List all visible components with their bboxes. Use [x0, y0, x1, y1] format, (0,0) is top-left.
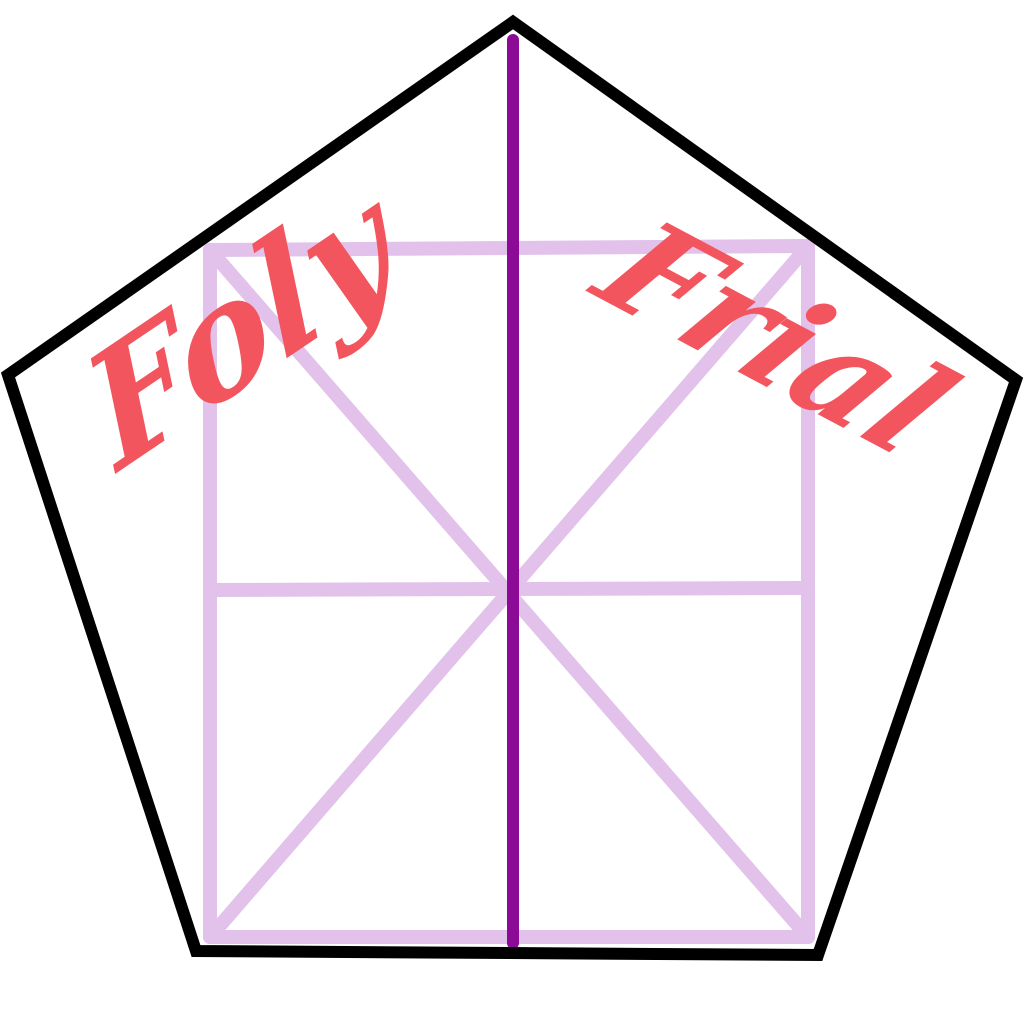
pentagon-outline: [0, 14, 1024, 962]
